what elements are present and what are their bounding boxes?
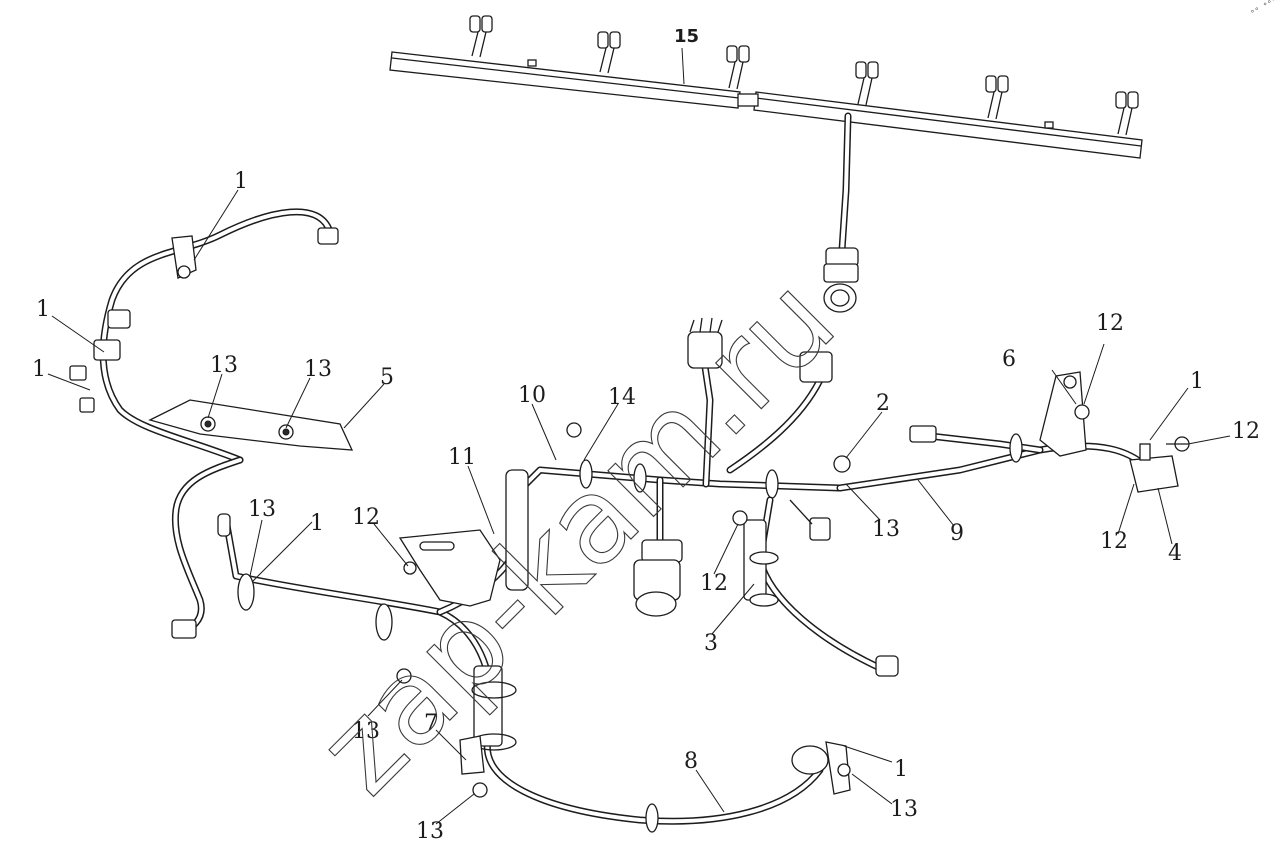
callout-6: 6 <box>1002 347 1016 372</box>
left-upper-harness <box>69 208 354 639</box>
harness-end-cap <box>317 227 339 245</box>
callout-12: 12 <box>700 571 728 596</box>
callout-3: 3 <box>704 631 718 656</box>
sensor-connector <box>93 339 121 361</box>
harness-sleeve <box>505 469 529 591</box>
callout-12: 12 <box>1232 419 1260 444</box>
callout-15: 15 <box>674 26 699 47</box>
right-harness <box>836 371 1190 493</box>
round-connector <box>823 247 859 313</box>
sensor-block-4 <box>1129 436 1190 493</box>
leader-lines <box>47 47 1231 825</box>
callout-11: 11 <box>448 445 476 470</box>
callout-1: 1 <box>894 757 908 782</box>
harness-clip <box>171 235 197 279</box>
callout-12: 12 <box>1100 529 1128 554</box>
callout-1: 1 <box>1190 369 1204 394</box>
injector-rail-harness <box>389 15 1143 313</box>
harness-junction <box>473 665 503 747</box>
callout-1: 1 <box>310 511 324 536</box>
sensor-connector <box>69 365 87 381</box>
mounting-bracket-6 <box>1039 371 1090 457</box>
callout-5: 5 <box>380 365 394 390</box>
callout-1: 1 <box>36 297 50 322</box>
callout-10: 10 <box>518 383 546 408</box>
callout-13: 13 <box>872 517 900 542</box>
callout-13: 13 <box>352 719 380 744</box>
callout-13: 13 <box>248 497 276 522</box>
rail-left <box>389 51 741 109</box>
callout-13: 13 <box>210 353 238 378</box>
injector-connector <box>1115 91 1139 136</box>
callout-14: 14 <box>608 385 636 410</box>
sensor-connector <box>809 517 831 541</box>
callout-labels: 15 1 1 1 13 13 5 10 14 11 2 6 12 1 12 13… <box>32 26 1260 844</box>
main-lower-harness <box>217 513 851 833</box>
sensor-connector <box>799 351 833 383</box>
mounting-bracket-5 <box>148 399 354 451</box>
callout-13: 13 <box>304 357 332 382</box>
sensor-connector <box>107 309 131 329</box>
sensor-connector <box>875 655 899 677</box>
rail-right <box>753 91 1143 159</box>
callout-8: 8 <box>684 749 698 774</box>
callout-12: 12 <box>1096 311 1124 336</box>
mounting-bracket-7 <box>459 735 485 775</box>
harness-clip <box>791 741 851 795</box>
injector-connector <box>597 31 621 74</box>
watermark-text: zap-kam.ru <box>292 251 861 820</box>
callout-9: 9 <box>950 521 964 546</box>
corner-mark: °° °°° <box>1249 0 1276 18</box>
round-connector <box>633 539 683 617</box>
callout-13: 13 <box>416 819 444 844</box>
injector-connector <box>855 61 879 106</box>
injector-connector <box>985 75 1009 120</box>
callout-7: 7 <box>424 711 438 736</box>
callout-2: 2 <box>876 391 890 416</box>
sensor-connector <box>909 425 937 443</box>
callout-1: 1 <box>32 357 46 382</box>
sensor-connector <box>171 619 197 639</box>
callout-1: 1 <box>234 169 248 194</box>
callout-4: 4 <box>1168 541 1182 566</box>
multi-pin-connector <box>687 317 723 369</box>
sensor-connector <box>79 397 95 413</box>
callout-12: 12 <box>352 505 380 530</box>
center-harness <box>398 317 899 677</box>
injector-connector <box>469 15 493 58</box>
callout-13: 13 <box>890 797 918 822</box>
mounting-bracket-11 <box>398 529 501 607</box>
injector-connector <box>726 45 750 90</box>
